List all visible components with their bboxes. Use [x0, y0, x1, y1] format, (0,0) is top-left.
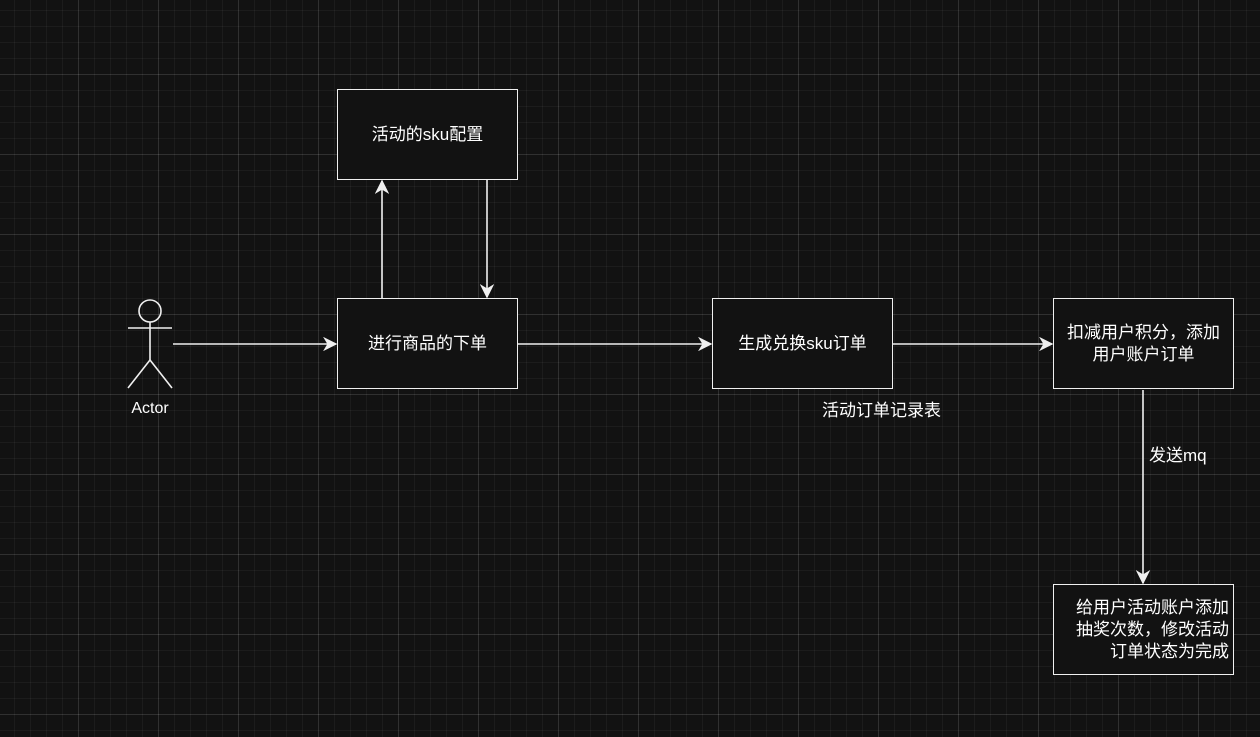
node-sku-config[interactable]: 活动的sku配置 [337, 89, 518, 180]
actor-icon[interactable] [127, 299, 173, 389]
node-gen-order[interactable]: 生成兑换sku订单 [712, 298, 893, 389]
send-mq-label: 发送mq [1149, 446, 1207, 465]
node-deduct[interactable]: 扣减用户积分，添加用户账户订单 [1053, 298, 1234, 389]
node-place-order[interactable]: 进行商品的下单 [337, 298, 518, 389]
actor-label: Actor [131, 400, 169, 417]
order-table-label: 活动订单记录表 [822, 401, 941, 420]
node-add-count[interactable]: 给用户活动账户添加抽奖次数，修改活动订单状态为完成 [1053, 584, 1234, 675]
